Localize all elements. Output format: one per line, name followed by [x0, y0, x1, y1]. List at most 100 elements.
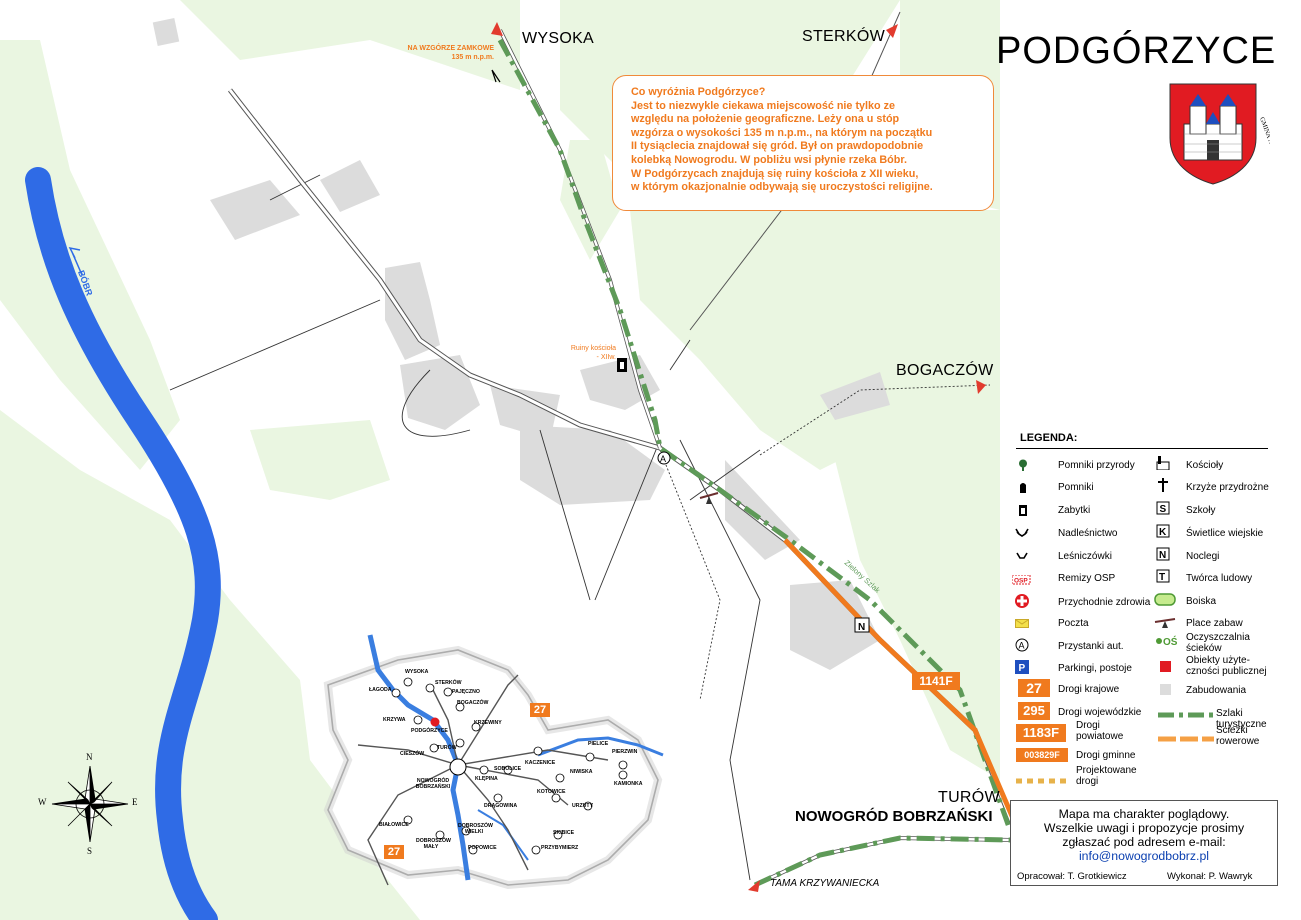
legend-item-label: Pomniki [1058, 482, 1094, 493]
svg-text:N: N [858, 622, 865, 633]
antlers-icon [1014, 526, 1030, 544]
place-nowogrod: NOWOGRÓD BOBRZAŃSKI [795, 808, 993, 825]
credit-made: Wykonał: P. Wawryk [1167, 871, 1253, 882]
inset-village-label: KRZYWA [383, 717, 406, 723]
place-wysoka: WYSOKA [522, 30, 595, 47]
inset-village-label: PODGÓRZYCE [411, 728, 448, 734]
ruins-label-line1: Ruiny kościoła [570, 345, 616, 352]
inset-highlight [430, 717, 440, 727]
legend-item-label: Oczyszczalnia ścieków [1186, 632, 1250, 654]
compass-rose-icon [51, 765, 129, 843]
legend-item-label: Leśniczówki [1058, 551, 1112, 562]
legend-item-label: Przychodnie zdrowia [1058, 597, 1151, 608]
inset-village-label: SKIBICE [553, 830, 575, 836]
inset-village-label: URZUTY [572, 803, 594, 809]
hill-label-line1: NA WZGÓRZE ZAMKOWE [407, 45, 494, 52]
legend-item-label: Przystanki aut. [1058, 641, 1124, 652]
legend-item-label: Projektowane drogi [1076, 765, 1137, 787]
folk-artist-icon: T [1156, 569, 1170, 588]
tourist-trail-icon [1158, 706, 1214, 724]
arrow-bogaczow-icon [976, 380, 986, 394]
inset-road-27-north: 27 [530, 703, 550, 717]
arrow-tama-icon [748, 880, 760, 892]
coat-of-arms-icon: GMINA NOWOGRÓD BOBRZAŃSKI [1169, 83, 1270, 188]
info-line: kolebką Nowogrodu. W pobliżu wsi płynie … [631, 153, 907, 166]
inset-village-label: KLĘPINA [475, 776, 498, 782]
legend-item-label: Świetlice wiejskie [1186, 528, 1264, 539]
parking-icon: P [1015, 660, 1029, 679]
email-link[interactable]: info@nowogrodbobrz.pl [1078, 849, 1210, 863]
inset-village-label: KOTOWICE [537, 789, 566, 795]
place-turow: TURÓW [938, 789, 1000, 806]
arrow-hill-icon [491, 69, 501, 83]
school-icon: S [1156, 501, 1170, 520]
info-line: Co wyróżnia Podgórzyce? [631, 86, 766, 98]
inset-village-label: KACZENICE [525, 760, 556, 766]
road-badge-27: 27 [1018, 679, 1050, 697]
legend-item-label: Drogi wojewódzkie [1058, 707, 1142, 718]
legend-item-label: Nadleśnictwo [1058, 528, 1118, 539]
inset-village-label: BOGACZÓW [457, 700, 489, 706]
legend-item-label: Drogi krajowe [1058, 684, 1120, 695]
lodging-icon: N [854, 617, 870, 633]
dashed-road-bogaczow [759, 384, 991, 456]
lodging-icon: N [1156, 547, 1170, 566]
inset-village-label: ŁAGODA [369, 687, 392, 693]
inset-village-label: DRĄGOWINA [484, 803, 518, 809]
legend-item-label: Parkingi, postoje [1058, 663, 1132, 674]
note-line: Wszelkie uwagi i propozycje prosimy [1043, 821, 1245, 835]
ruins-icon [617, 358, 627, 372]
compass-n-label: N [86, 752, 93, 762]
legend-item-label: Drogi powiatowe [1076, 720, 1124, 742]
inset-village-label: PIELICE [588, 741, 609, 747]
legend-item-label: Szkoły [1186, 505, 1216, 516]
note-line: Mapa ma charakter poglądowy. [1058, 807, 1230, 821]
tree-icon [1018, 458, 1028, 471]
road-badge-295: 295 [1018, 702, 1050, 720]
inset-village-label: PRZYBYMIERZ [541, 845, 579, 851]
sewage-plant-icon: OŚ [1154, 634, 1180, 653]
svg-text:P: P [1019, 663, 1026, 674]
inset-road-27-south: 27 [384, 845, 404, 859]
medical-cross-icon [1014, 593, 1030, 614]
minor-roads [169, 174, 761, 881]
church-icon [1156, 456, 1170, 475]
legend-item-label: Noclegi [1186, 551, 1220, 562]
arrow-wysoka-icon [491, 22, 503, 36]
legend-item-label: Pomniki przyrody [1058, 460, 1135, 471]
legend-item-label: Zabytki [1058, 505, 1091, 516]
monument-icon [1018, 480, 1028, 498]
ruins-label-line2: - XIIw. [596, 354, 616, 361]
cross-icon [1158, 478, 1168, 497]
svg-text:OŚ: OŚ [1163, 635, 1178, 648]
inset-village-label: KRZEWINY [474, 720, 502, 726]
bike-path-icon [1158, 730, 1214, 748]
buildings-icon [1160, 683, 1172, 701]
inset-village-label: PIERZWIN [612, 749, 638, 755]
green-trail [497, 38, 1013, 831]
bus-stop-icon: A [1015, 638, 1029, 657]
compass-e-label: E [132, 797, 138, 807]
svg-text:S: S [1160, 504, 1167, 515]
green-trail-south [753, 835, 1011, 888]
credit-prepared: Opracował: T. Grotkiewicz [1017, 871, 1127, 882]
place-sterkow: STERKÓW [802, 28, 885, 45]
legend-item-label: Krzyże przydrożne [1186, 482, 1269, 493]
legend-item-label: Place zabaw [1186, 618, 1243, 629]
legend-item-label: Szlaki turystyczne [1216, 708, 1267, 730]
inset-village-label: NIWISKA [570, 769, 593, 775]
note-line: zgłaszać pod adresem e-mail: [1062, 835, 1226, 849]
legend-underline [1016, 448, 1268, 449]
public-building-icon [1160, 660, 1172, 678]
inset-map [323, 634, 664, 890]
inset-village-label: BIAŁOWICE [379, 822, 409, 828]
inset-village-label: POPOWICE [468, 845, 497, 851]
svg-text:N: N [1159, 550, 1166, 561]
legend-item-label: Remizy OSP [1058, 573, 1116, 584]
planned-road-icon [1016, 772, 1066, 790]
road-1141F-badge: 1141F [912, 672, 960, 690]
note-panel: Mapa ma charakter poglądowy. Wszelkie uw… [1010, 800, 1278, 886]
legend-panel: LEGENDA: Pomniki przyrody Pomniki Zabytk… [1010, 428, 1274, 800]
inset-village-label: DOBROSZÓW WIELKI [458, 823, 493, 835]
